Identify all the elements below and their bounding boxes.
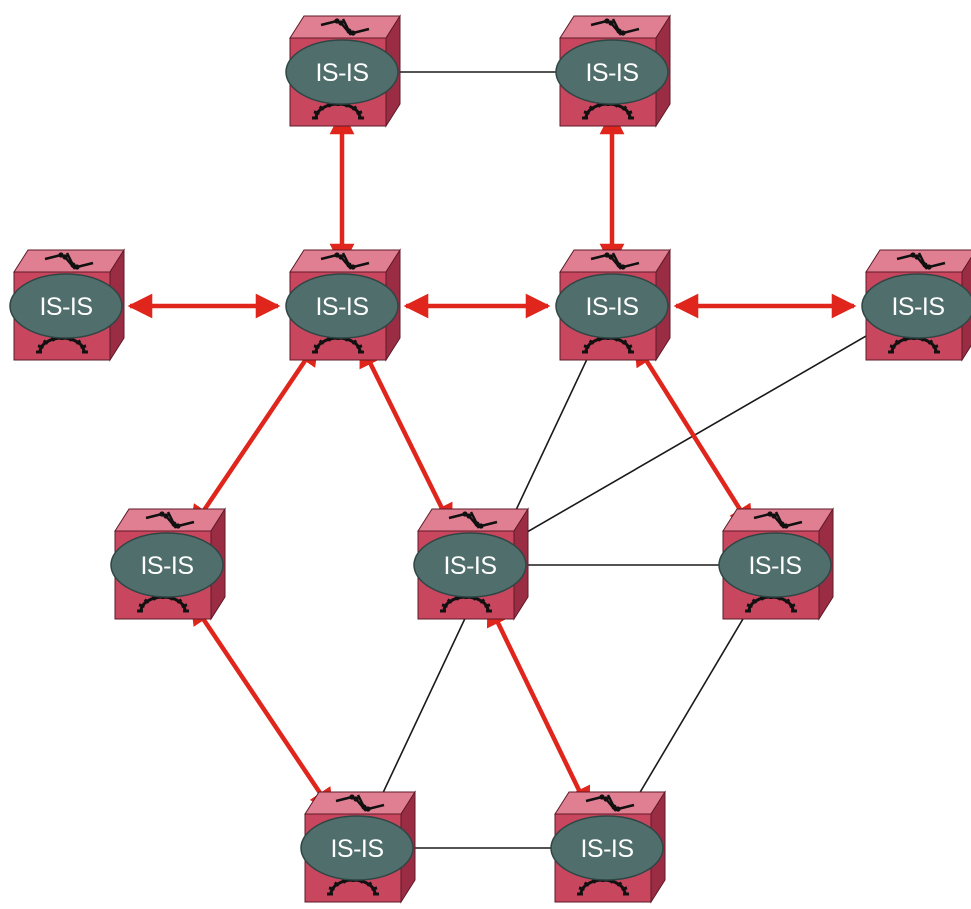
node-label-ellipse (285, 39, 399, 105)
adjacency-arrow (189, 340, 320, 531)
router-node: IS-IS (550, 790, 666, 904)
router-node: IS-IS (718, 507, 834, 621)
node-label: IS-IS (891, 293, 944, 321)
node-label: IS-IS (315, 293, 368, 321)
gear-icon (582, 336, 634, 354)
router-node: IS-IS (413, 507, 529, 621)
router-node: IS-IS (285, 14, 401, 128)
node-label-ellipse (718, 532, 832, 598)
router-arrows-icon (145, 511, 195, 529)
node-label: IS-IS (580, 835, 633, 863)
node-label-ellipse (555, 273, 669, 339)
router-node: IS-IS (110, 507, 226, 621)
node-label: IS-IS (140, 552, 193, 580)
adjacency-arrow (358, 341, 454, 530)
node-label-ellipse (413, 532, 527, 598)
node-label: IS-IS (39, 293, 92, 321)
router-arrows-icon (335, 794, 385, 812)
node-label-ellipse (110, 532, 224, 598)
node-label-ellipse (9, 273, 123, 339)
router-arrows-icon (320, 252, 370, 270)
node-label-ellipse (285, 273, 399, 339)
router-arrows-icon (585, 794, 635, 812)
adjacency-arrow (486, 600, 591, 813)
node-label: IS-IS (585, 59, 638, 87)
node-label: IS-IS (585, 293, 638, 321)
node-label: IS-IS (330, 835, 383, 863)
node-label-ellipse (550, 815, 664, 881)
nodes-layer: IS-IS IS-IS IS-IS IS-IS IS-IS IS-IS IS-IS IS-IS… (9, 14, 971, 904)
router-arrows-icon (753, 511, 803, 529)
router-node: IS-IS (285, 248, 401, 362)
router-node: IS-IS (300, 790, 416, 904)
router-node: IS-IS (555, 248, 671, 362)
node-label-ellipse (861, 273, 971, 339)
node-label: IS-IS (443, 552, 496, 580)
node-label-ellipse (555, 39, 669, 105)
router-arrows-icon (448, 511, 498, 529)
adjacency-arrow (189, 599, 335, 814)
router-node: IS-IS (555, 14, 671, 128)
router-arrows-icon (320, 18, 370, 36)
router-node: IS-IS (9, 248, 125, 362)
adjacency-arrow (633, 340, 754, 531)
links-layer (127, 71, 919, 849)
router-node: IS-IS (861, 249, 971, 362)
node-label: IS-IS (315, 59, 368, 87)
router-arrows-icon (590, 18, 640, 36)
node-label: IS-IS (748, 552, 801, 580)
router-arrows-icon (44, 252, 94, 270)
node-label-ellipse (300, 815, 414, 881)
router-arrows-icon (896, 252, 946, 270)
router-arrows-icon (590, 252, 640, 270)
